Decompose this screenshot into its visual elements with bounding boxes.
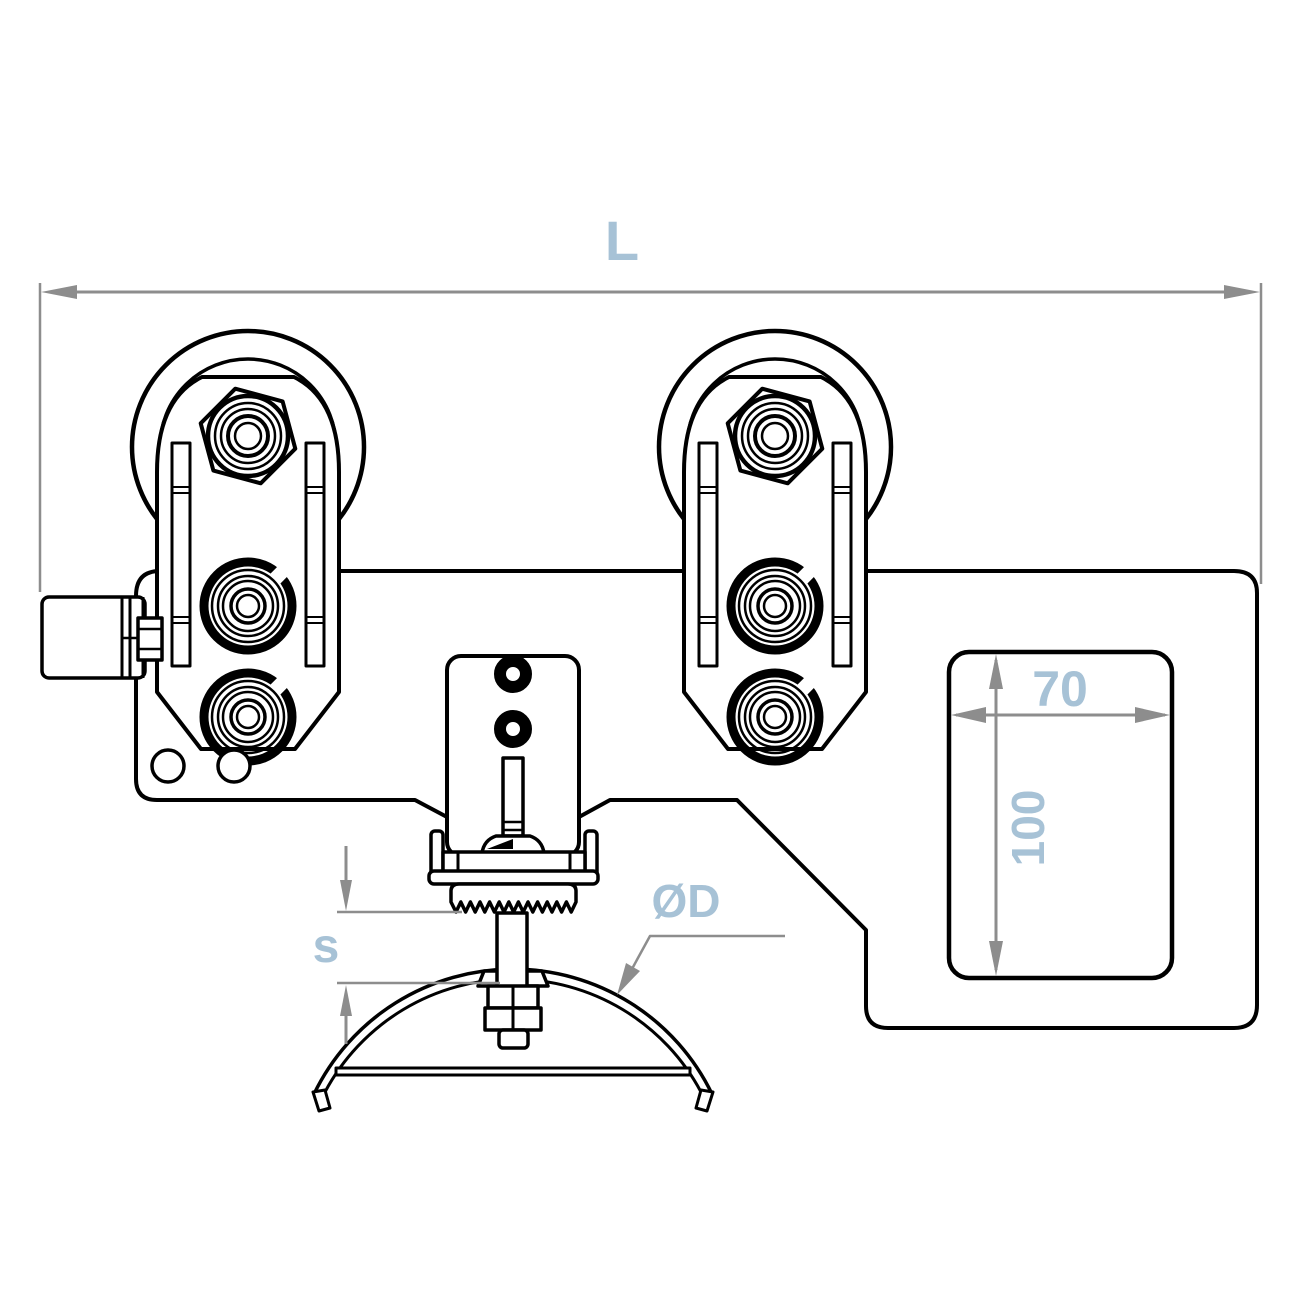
shaft-nut-icon: [136, 616, 164, 662]
threaded-rod: [495, 911, 529, 990]
rod-end-stub: [497, 1028, 530, 1050]
dimension-cutout-width: 70: [951, 661, 1170, 723]
dimension-cutout-height-label: 100: [1002, 790, 1054, 867]
axle-shaft: [40, 595, 164, 680]
bow-end-hook: [311, 1088, 332, 1113]
center-clamp-assembly: [311, 654, 715, 1113]
clevis-flange: [427, 869, 600, 886]
seat-shadow: [487, 839, 513, 849]
dimension-thickness: s: [313, 846, 500, 1044]
dimension-cutout-width-label: 70: [1032, 661, 1088, 717]
dimension-diameter: ØD: [617, 875, 785, 995]
mounting-hole: [216, 748, 252, 784]
suspension-rod: [501, 756, 525, 838]
rivet-icon: [494, 655, 532, 693]
dimension-diameter-label: ØD: [652, 875, 721, 927]
bow-end-hook: [694, 1088, 715, 1113]
dimension-length: L: [38, 209, 1263, 592]
rivet-icon: [494, 710, 532, 748]
dimension-length-label: L: [605, 209, 639, 272]
rectangular-cutout: [946, 649, 1175, 981]
dimension-cutout-height: 100: [989, 654, 1054, 976]
serrated-nut: [449, 882, 578, 914]
bow-chord-bar: [334, 1066, 692, 1077]
mounting-hole: [150, 748, 186, 784]
dimension-thickness-label: s: [313, 920, 340, 973]
base-plate: [134, 569, 1259, 1030]
